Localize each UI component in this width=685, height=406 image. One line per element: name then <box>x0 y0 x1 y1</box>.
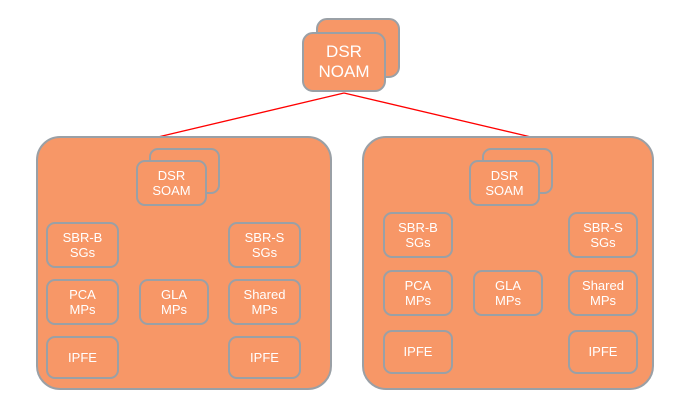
site-right-gla-mps-label: GLA MPs <box>494 277 521 308</box>
site-left-ipfe-left-node[interactable]: IPFE <box>46 336 119 379</box>
site-right-ipfe-left-node[interactable]: IPFE <box>383 330 453 374</box>
site-left-sbr-b-sgs-node[interactable]: SBR-B SGs <box>46 222 119 268</box>
site-right-dsr-soam-node[interactable]: DSR SOAM <box>469 160 540 206</box>
site-right-shared-mps-label: Shared MPs <box>582 277 624 308</box>
dsr-noam-node[interactable]: DSR NOAM <box>302 32 386 92</box>
site-left-ipfe-left-label: IPFE <box>68 349 97 365</box>
site-left-sbr-b-sgs-label: SBR-B SGs <box>62 229 103 260</box>
site-left-sbr-s-sgs-label: SBR-S SGs <box>244 229 285 260</box>
site-right-gla-mps-node[interactable]: GLA MPs <box>473 270 543 316</box>
site-left-ipfe-right-label: IPFE <box>250 349 279 365</box>
site-right-sbr-b-sgs-node[interactable]: SBR-B SGs <box>383 212 453 258</box>
site-left-ipfe-right-node[interactable]: IPFE <box>228 336 301 379</box>
site-left-shared-mps-node[interactable]: Shared MPs <box>228 279 301 325</box>
site-left-sbr-s-sgs-node[interactable]: SBR-S SGs <box>228 222 301 268</box>
site-right-shared-mps-node[interactable]: Shared MPs <box>568 270 638 316</box>
dsr-noam-label: DSR NOAM <box>318 41 370 81</box>
site-left-dsr-soam-node[interactable]: DSR SOAM <box>136 160 207 206</box>
site-left-dsr-soam-label: DSR SOAM <box>152 167 191 198</box>
site-left-pca-mps-node[interactable]: PCA MPs <box>46 279 119 325</box>
site-left-shared-mps-label: Shared MPs <box>243 286 286 317</box>
site-right-ipfe-right-node[interactable]: IPFE <box>568 330 638 374</box>
noam-to-site-left-line <box>157 92 345 138</box>
noam-to-site-right-line <box>343 92 532 138</box>
site-right-pca-mps-node[interactable]: PCA MPs <box>383 270 453 316</box>
site-right-ipfe-right-label: IPFE <box>588 344 618 360</box>
site-left-gla-mps-node[interactable]: GLA MPs <box>139 279 209 325</box>
site-right-sbr-b-sgs-label: SBR-B SGs <box>398 219 438 250</box>
site-left-pca-mps-label: PCA MPs <box>69 286 96 317</box>
site-left-gla-mps-label: GLA MPs <box>160 286 187 317</box>
site-right-pca-mps-label: PCA MPs <box>404 277 432 308</box>
site-right-sbr-s-sgs-node[interactable]: SBR-S SGs <box>568 212 638 258</box>
site-right-sbr-s-sgs-label: SBR-S SGs <box>583 219 623 250</box>
site-right-ipfe-left-label: IPFE <box>403 344 433 360</box>
site-right-dsr-soam-label: DSR SOAM <box>485 167 524 198</box>
